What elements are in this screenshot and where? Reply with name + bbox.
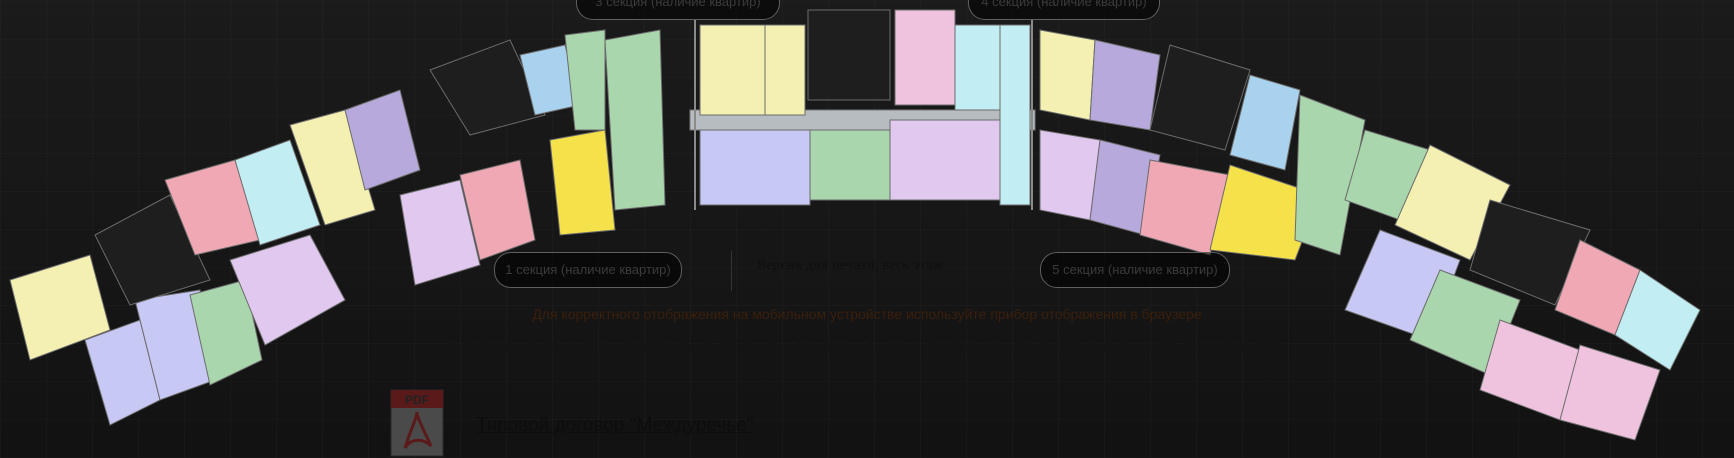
mobile-notice: Для корректного отображения на мобильном… xyxy=(532,306,1202,322)
apartment-left-5[interactable] xyxy=(229,234,346,346)
apartment-left-8[interactable] xyxy=(289,109,376,226)
wing-left xyxy=(9,29,666,426)
wing-center xyxy=(689,9,1036,210)
pdf-label: PDF xyxy=(405,393,429,407)
section-4-button[interactable]: 4 секция (наличие квартир) xyxy=(968,0,1160,20)
apartment-center-4[interactable] xyxy=(954,24,1001,111)
wing-right xyxy=(1039,29,1701,441)
stair-right-2 xyxy=(1469,199,1591,306)
apartment-center-6[interactable] xyxy=(699,129,811,206)
apartment-left-4[interactable] xyxy=(189,279,263,386)
apartment-right-16[interactable] xyxy=(1559,344,1661,441)
apartment-right-7[interactable] xyxy=(1209,164,1321,261)
apartment-center-2[interactable] xyxy=(764,24,806,116)
apartment-right-2[interactable] xyxy=(1089,39,1161,131)
info-link[interactable]: Информация по жилому комплексу на сайте … xyxy=(446,338,847,355)
stair-left-2 xyxy=(429,39,546,136)
apartment-center-5[interactable] xyxy=(999,24,1031,206)
stair-left-1 xyxy=(94,194,211,306)
section-3-button[interactable]: 3 секция (наличие квартир) xyxy=(576,0,780,20)
apartment-left-11[interactable] xyxy=(459,159,536,261)
section-1-button[interactable]: 1 секция (наличие квартир) xyxy=(494,252,682,288)
apartment-left-10[interactable] xyxy=(399,179,481,286)
divider xyxy=(731,251,732,291)
apartment-left-15[interactable] xyxy=(564,29,606,131)
stair-center xyxy=(807,9,891,101)
info-line: Информация по жилому комплексу на сайте … xyxy=(0,338,1734,355)
print-version-link[interactable]: Версия для печати, весь этаж xyxy=(757,258,944,273)
apartment-left-9[interactable] xyxy=(344,89,421,191)
apartment-left-14[interactable] xyxy=(604,29,666,211)
apartment-center-3[interactable] xyxy=(894,9,956,106)
apartment-right-1[interactable] xyxy=(1039,29,1096,121)
apartment-center-8[interactable] xyxy=(889,119,1001,201)
section-5-button[interactable]: 5 секция (наличие квартир) xyxy=(1040,252,1230,288)
apartment-center-1[interactable] xyxy=(699,24,766,116)
apartment-left-7[interactable] xyxy=(234,139,321,246)
apartment-right-4[interactable] xyxy=(1039,129,1101,221)
apartment-left-1[interactable] xyxy=(9,254,111,361)
stair-right-1 xyxy=(1149,44,1251,151)
apartment-left-13[interactable] xyxy=(549,129,616,236)
apartment-right-14[interactable] xyxy=(1614,269,1701,371)
contract-link[interactable]: Типовой договор "Междуречье" xyxy=(476,415,754,436)
info-suffix: (Единая информационная система жилищного… xyxy=(846,338,1288,355)
pdf-file-icon[interactable]: PDF xyxy=(389,388,445,458)
apartment-right-3[interactable] xyxy=(1229,74,1301,171)
apartment-right-8[interactable] xyxy=(1294,94,1366,256)
apartment-center-7[interactable] xyxy=(809,129,891,201)
